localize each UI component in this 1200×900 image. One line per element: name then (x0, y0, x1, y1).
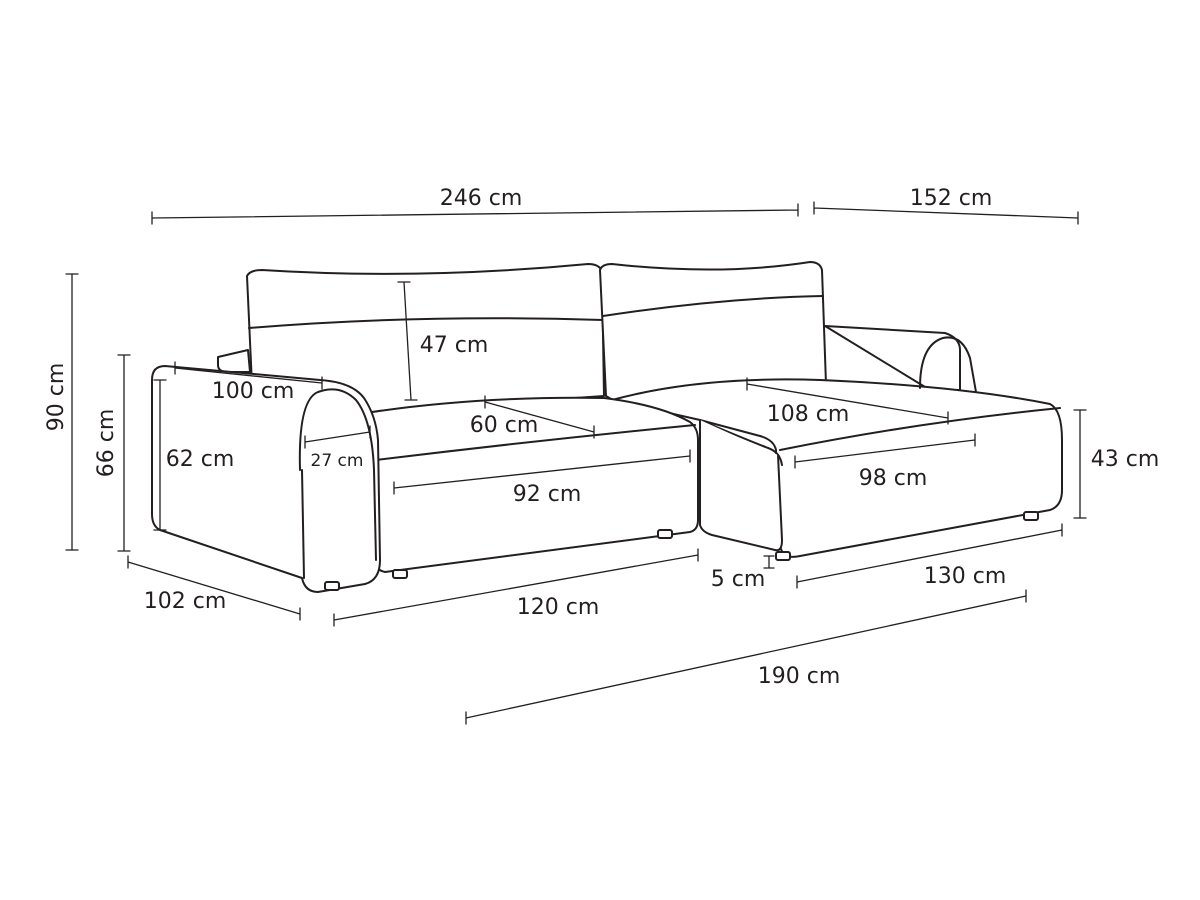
label-armrest-inner-height: 62 cm (166, 447, 235, 472)
dim-line-chaise-depth (465, 589, 1027, 725)
left-back-cushion (246, 263, 605, 413)
foot-chaise-front (775, 551, 791, 561)
chaise-back-bolster (824, 325, 961, 391)
label-chaise-depth: 190 cm (758, 664, 841, 689)
label-chaise-base-length: 130 cm (924, 564, 1007, 589)
label-total-width: 246 cm (440, 186, 523, 211)
dim-line-seat-height (1073, 409, 1087, 519)
right-back-cushion (599, 261, 827, 403)
dim-line-seat-width (393, 449, 691, 495)
dim-line-chaise-seat-width (794, 433, 976, 469)
dim-line-chaise-base-length (796, 523, 1063, 589)
label-backrest-height: 47 cm (420, 333, 489, 358)
main-seat-front-edge (375, 424, 696, 461)
dim-line-total-width (151, 203, 799, 225)
dim-line-leg-height (763, 555, 775, 569)
dimension-labels: 246 cm 152 cm 90 cm 66 cm 62 cm 47 cm 10… (44, 186, 1159, 689)
chaise-seat-top-edge (779, 407, 1061, 451)
dim-line-armrest-inner-height (153, 379, 167, 531)
label-depth: 102 cm (144, 589, 227, 614)
label-total-height: 90 cm (44, 363, 69, 432)
label-armrest-width: 27 cm (311, 451, 364, 471)
right-back-cushion-seam (602, 295, 824, 317)
left-back-cushion-seam (248, 317, 604, 329)
label-armrest-height: 66 cm (94, 409, 119, 478)
label-seat-section-length: 120 cm (517, 595, 600, 620)
dim-line-seat-section-length (333, 548, 699, 627)
dim-line-armrest-length (174, 361, 323, 390)
sofa-outline (151, 261, 1063, 593)
dim-line-total-height (65, 273, 79, 551)
label-armrest-length: 100 cm (212, 379, 295, 404)
dim-line-depth (127, 555, 301, 621)
label-chaise-seat-width: 98 cm (859, 466, 928, 491)
label-seat-depth: 60 cm (470, 413, 539, 438)
dim-line-armrest-height (117, 354, 131, 552)
foot-center (657, 529, 673, 539)
foot-chaise-right (1023, 511, 1039, 521)
dimension-lines (65, 201, 1087, 725)
label-chaise-seat-length: 108 cm (767, 402, 850, 427)
chaise-front-edge (699, 419, 783, 466)
dim-line-backrest-height (397, 281, 418, 401)
left-armrest-front-curve (301, 469, 305, 579)
label-seat-width: 92 cm (513, 482, 582, 507)
main-seat-cushion (371, 396, 699, 573)
chaise-front-block (699, 419, 783, 552)
dim-line-seat-depth (484, 395, 595, 439)
label-chaise-width: 152 cm (910, 186, 993, 211)
dim-line-chaise-width (813, 201, 1079, 225)
foot-center-left (392, 569, 408, 579)
label-leg-height: 5 cm (711, 567, 766, 592)
label-seat-height: 43 cm (1091, 447, 1160, 472)
chaise-arm-loop (919, 336, 977, 393)
left-back-bolster (217, 349, 251, 373)
dim-line-chaise-seat-length (746, 377, 949, 425)
foot-left (324, 581, 340, 591)
dim-line-armrest-width (304, 425, 371, 449)
